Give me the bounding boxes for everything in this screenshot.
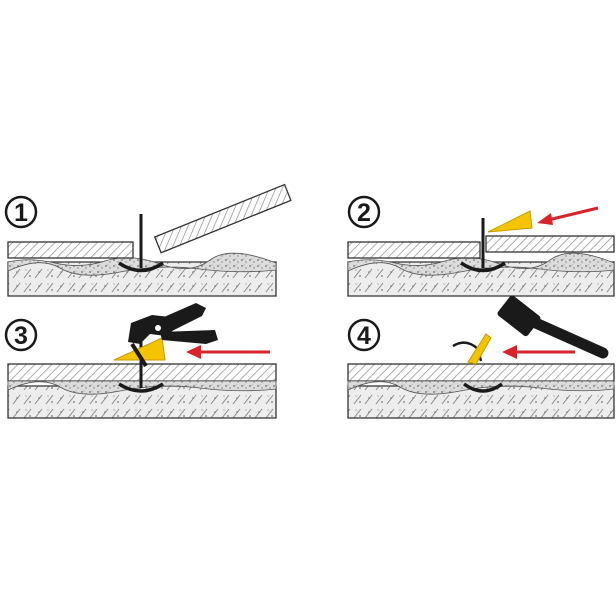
tile-left — [347, 241, 481, 259]
spacer-clip-icon — [118, 214, 164, 273]
tile-icon — [153, 183, 292, 254]
step-3-badge: 3 — [4, 318, 38, 352]
step-2-circle — [347, 195, 381, 229]
step-2-badge: 2 — [347, 195, 381, 229]
tile-left — [7, 241, 134, 259]
wedge-icon — [487, 210, 533, 233]
tile-left — [347, 363, 615, 382]
step-3-circle — [4, 318, 38, 352]
wedge-icon — [113, 337, 166, 361]
mallet-icon — [497, 295, 609, 359]
step-1-number: 1 — [14, 199, 28, 227]
arrow-icon — [502, 345, 575, 359]
step-4-circle — [347, 318, 381, 352]
step-3-number: 3 — [14, 322, 28, 350]
step-2-panel: 2 — [347, 195, 615, 297]
pliers-icon — [128, 303, 218, 368]
step-1-panel: 1 — [4, 183, 292, 297]
step-1-badge: 1 — [4, 195, 38, 229]
step-1-circle — [4, 195, 38, 229]
arrow-icon — [186, 345, 270, 359]
adhesive-layer — [7, 380, 277, 395]
step-2-number: 2 — [357, 199, 371, 227]
spacer-clip-icon — [460, 218, 506, 273]
adhesive-layer — [347, 252, 615, 276]
step-4-number: 4 — [357, 322, 371, 350]
step-3-panel: 3 — [4, 303, 277, 419]
arrow-icon — [537, 206, 599, 225]
wedge-icon — [467, 333, 492, 365]
adhesive-layer — [347, 380, 615, 395]
step-4-badge: 4 — [347, 318, 381, 352]
step-4-panel: 4 — [347, 295, 615, 419]
tile-right — [485, 235, 615, 253]
